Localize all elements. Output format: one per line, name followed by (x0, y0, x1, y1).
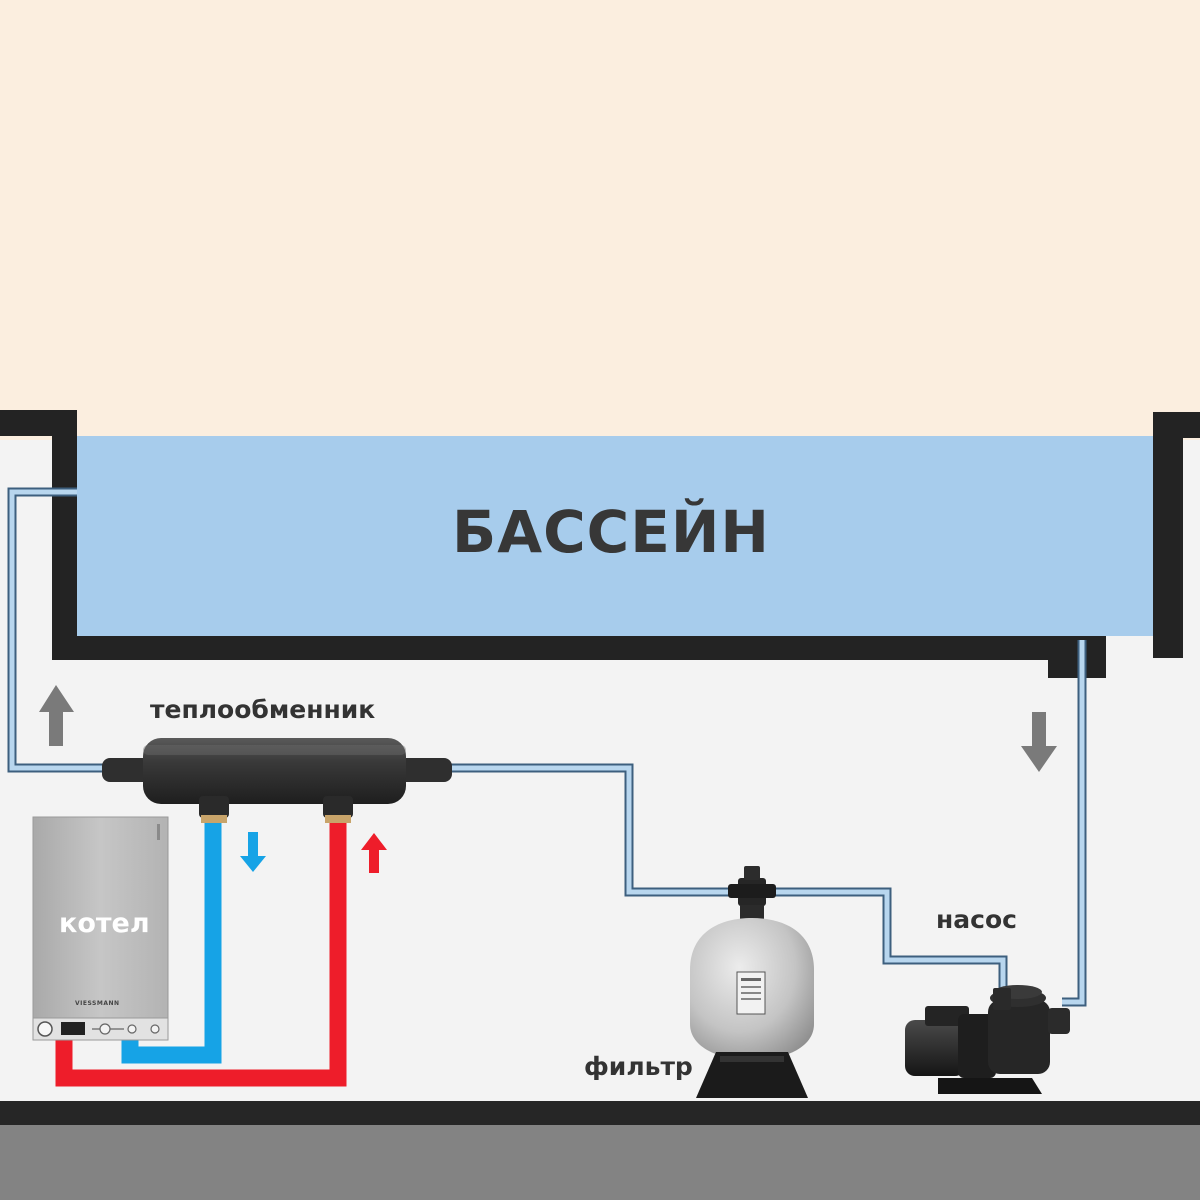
heat-exchanger (102, 738, 452, 823)
boiler (32, 816, 169, 1041)
filter-label: фильтр (584, 1052, 693, 1081)
pump-label: насос (936, 905, 1017, 934)
pool-label: БАССЕЙН (452, 498, 770, 566)
sand-filter (690, 866, 814, 1098)
heat-exchanger-label: теплообменник (150, 695, 376, 724)
cold-return-pipe (121, 820, 222, 1064)
circulation-pipes (7, 487, 1087, 1007)
hot-supply-pipe (55, 820, 347, 1087)
ground (0, 1125, 1200, 1200)
boiler-brand-logo: VIESSMANN (75, 1000, 120, 1007)
cold-flow-arrow-icon (240, 832, 266, 872)
boiler-label: котел (59, 908, 150, 939)
floor-line (0, 1101, 1200, 1125)
arrow-up-icon (39, 685, 74, 746)
arrow-down-icon (1021, 712, 1057, 772)
pool-water (77, 436, 1153, 636)
pump (905, 985, 1070, 1094)
sky-area (0, 0, 1200, 440)
hot-flow-arrow-icon (361, 833, 387, 873)
